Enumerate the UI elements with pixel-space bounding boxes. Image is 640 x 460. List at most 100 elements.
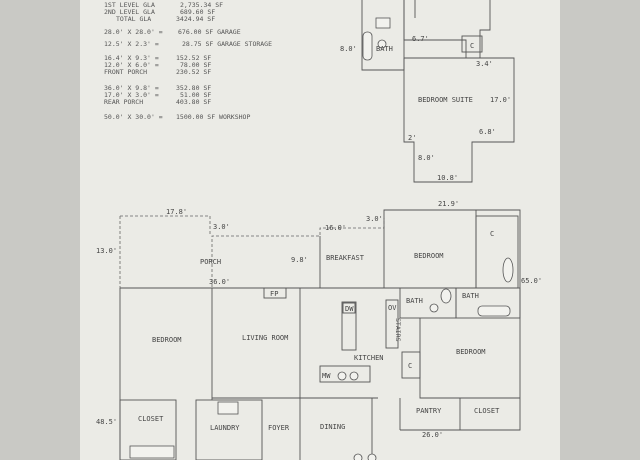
area-value-front-porch-b: 78.00 SF	[180, 61, 211, 69]
second-floor-plan: 8.0' BATH 6.7' C 3.4' BEDROOM SUITE 17.0…	[340, 0, 515, 183]
closet-w-outline	[119, 399, 177, 460]
closet-outline	[461, 35, 483, 53]
closet-ne-label: C	[490, 230, 494, 238]
closet-c-label: C	[408, 362, 412, 370]
kitchen-island	[341, 301, 357, 351]
area-label-front-porch-a: 16.4' X 9.3' =	[104, 54, 159, 62]
porch-label: PORCH	[200, 258, 221, 266]
sink-icon-bath	[429, 303, 439, 313]
table-icon	[353, 453, 363, 460]
closet-c-outline	[401, 351, 421, 379]
area-value-garage: 676.00 SF GARAGE	[178, 28, 241, 36]
counter-outline	[319, 365, 371, 383]
area-label-rear-porch: REAR PORCH	[104, 98, 143, 106]
area-label-total: TOTAL GLA	[116, 15, 151, 23]
oven-stairs-block	[385, 299, 399, 349]
area-value-workshop: 1500.00 SF WORKSHOP	[176, 113, 250, 121]
microwave-label: MW	[322, 372, 331, 380]
area-label-workshop: 50.0' X 30.0' =	[104, 113, 163, 121]
dim-8-0-bath: 8.0'	[340, 45, 357, 53]
bedroom-ne-label: BEDROOM	[414, 252, 444, 260]
vanity-icon	[375, 17, 391, 29]
bedroom-se-label: BEDROOM	[456, 348, 486, 356]
dim-6-7: 6.7'	[412, 35, 429, 43]
dim-21-9: 21.9'	[438, 200, 459, 208]
area-value-rear-porch: 403.80 SF	[176, 98, 211, 106]
oven-label: OV	[388, 304, 397, 312]
first-floor-plan: 17.8' 3.0' 16.0' 3.0' 21.9' 13.0' 9.8' 3…	[96, 200, 542, 460]
area-label-1st-level: 1ST LEVEL GLA	[104, 1, 155, 9]
bath-label: BATH	[376, 45, 393, 53]
dim-8-0-suite: 8.0'	[418, 154, 435, 162]
area-table: 1ST LEVEL GLA 2,735.34 SF 2ND LEVEL GLA …	[104, 1, 272, 121]
chair-icon	[367, 453, 377, 460]
area-label-front-porch: FRONT PORCH	[104, 68, 147, 76]
laundry-outline	[195, 399, 263, 460]
bath-a-label: BATH	[406, 297, 423, 305]
dim-16-0: 16.0'	[325, 224, 346, 232]
area-label-garage: 28.0' X 28.0' =	[104, 28, 163, 36]
laundry-sink-icon	[217, 401, 239, 415]
tub-icon-ne	[502, 257, 514, 283]
bedroom-suite-label: BEDROOM SUITE	[418, 96, 473, 104]
laundry-label: LAUNDRY	[210, 424, 240, 432]
dim-17-0: 17.0'	[490, 96, 511, 104]
dim-3-4: 3.4'	[476, 60, 493, 68]
dishwasher-box	[342, 302, 356, 314]
dim-3-0-b: 3.0'	[366, 215, 383, 223]
area-value-garage-storage: 28.75 SF GARAGE STORAGE	[182, 40, 272, 48]
area-value-rear-porch-a: 352.80 SF	[176, 84, 211, 92]
dim-10-8: 10.8'	[437, 174, 458, 182]
bath-b-label: BATH	[462, 292, 479, 300]
toilet-icon	[377, 39, 387, 49]
dim-65-0: 65.0'	[521, 277, 542, 285]
stairs-label: STAIRS	[394, 318, 402, 342]
kitchen-label: KITCHEN	[354, 354, 384, 362]
bedroom-suite-walls	[403, 57, 515, 183]
closet-w-label: CLOSET	[138, 415, 164, 423]
area-label-rear-porch-a: 36.0' X 9.8' =	[104, 84, 159, 92]
dim-48-5: 48.5'	[96, 418, 117, 426]
dim-36-0: 36.0'	[209, 278, 230, 286]
breakfast-label: BREAKFAST	[326, 254, 365, 262]
bath-b-outline	[455, 287, 521, 319]
sink-icon-a	[337, 371, 347, 381]
tub-icon-b	[477, 305, 511, 317]
dim-2: 2'	[408, 134, 416, 142]
house-outer-walls	[120, 209, 521, 431]
area-value-front-porch-a: 152.52 SF	[176, 54, 211, 62]
closet-se-label: CLOSET	[474, 407, 500, 415]
bathtub-icon	[362, 31, 373, 61]
dim-9-8: 9.8'	[291, 256, 308, 264]
foyer-label: FOYER	[268, 424, 290, 432]
dim-13-0: 13.0'	[96, 247, 117, 255]
toilet-icon-a	[440, 288, 452, 304]
dishwasher-label: DW	[345, 305, 354, 313]
sink-icon-b	[349, 371, 359, 381]
closet-label-upper: C	[470, 42, 474, 50]
dining-label: DINING	[320, 423, 345, 431]
upper-hall-walls	[403, 0, 491, 59]
bedroom-w-label: BEDROOM	[152, 336, 182, 344]
area-value-1st-level: 2,735.34 SF	[180, 1, 223, 9]
area-label-2nd-level: 2ND LEVEL GLA	[104, 8, 155, 16]
dim-3-0-a: 3.0'	[213, 223, 230, 231]
area-label-front-porch-b: 12.0' X 6.0' =	[104, 61, 159, 69]
area-value-total: 3424.94 SF	[176, 15, 215, 23]
dim-17-8: 17.8'	[166, 208, 187, 216]
area-label-garage-storage: 12.5' X 2.3' =	[104, 40, 159, 48]
area-value-front-porch: 230.52 SF	[176, 68, 211, 76]
dim-6-8: 6.8'	[479, 128, 496, 136]
washer-icon	[129, 445, 175, 459]
living-room-label: LIVING ROOM	[242, 334, 288, 342]
fireplace-outline	[263, 287, 287, 299]
area-value-rear-porch-b: 51.00 SF	[180, 91, 211, 99]
pantry-label: PANTRY	[416, 407, 442, 415]
area-label-rear-porch-b: 17.0' X 3.0' =	[104, 91, 159, 99]
bedroom-se-walls	[419, 318, 520, 399]
dim-26-0: 26.0'	[422, 431, 443, 439]
fireplace-label: FP	[270, 290, 278, 298]
bedroom-ne-south-wall	[384, 210, 477, 289]
